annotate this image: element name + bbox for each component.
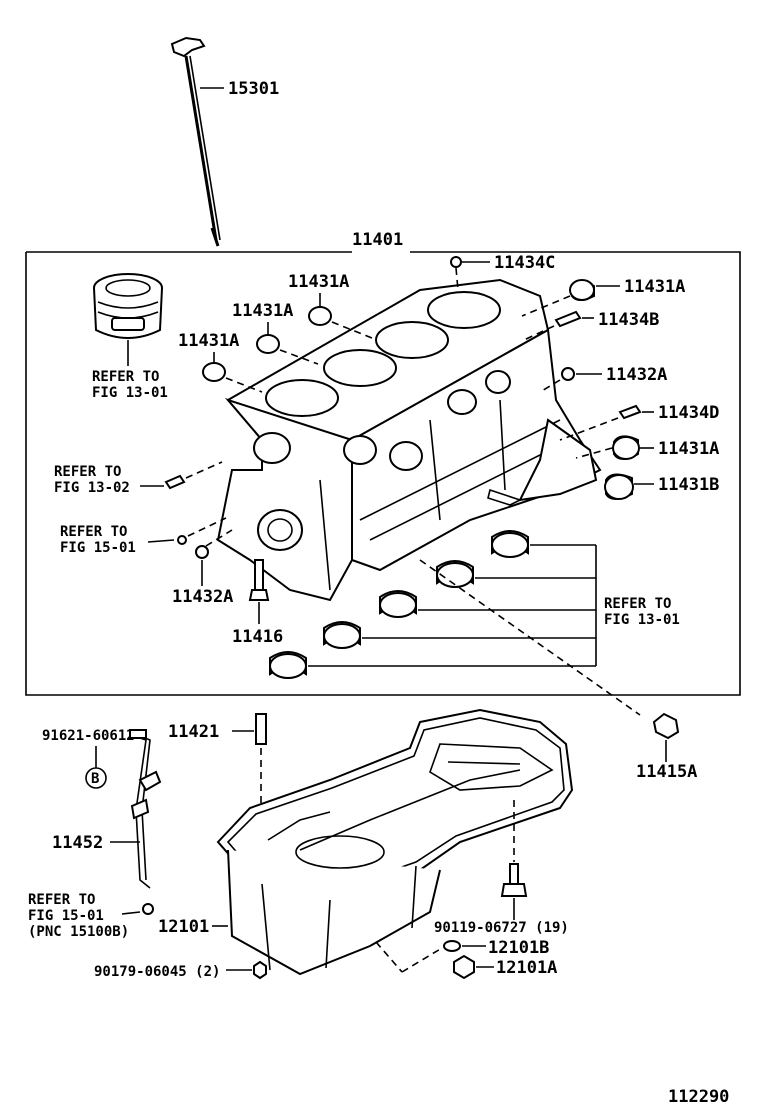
refer-bearing-line2: FIG 13-01	[604, 612, 680, 628]
gasket-12101b[interactable]	[443, 940, 461, 952]
bolt-11432a-left[interactable]	[195, 545, 209, 559]
cup-plug-right-low[interactable]	[612, 435, 640, 460]
label-12101b: 12101B	[488, 938, 549, 958]
bearing-leaders	[308, 544, 597, 667]
label-11434b: 11434B	[598, 310, 659, 330]
cup-plug-11431b[interactable]	[604, 473, 634, 500]
cup-plug-top-left[interactable]	[308, 306, 332, 326]
nut-90179[interactable]	[253, 960, 267, 980]
bolt-11432a-right[interactable]	[561, 367, 575, 381]
stud-11421[interactable]	[255, 713, 267, 745]
plug-12101a[interactable]	[453, 954, 475, 980]
refer-piston-line2: FIG 13-01	[92, 385, 168, 401]
refer-pnc-line3: (PNC 15100B)	[28, 924, 129, 940]
label-11431a-top-left: 11431A	[288, 272, 349, 292]
label-12101a: 12101A	[496, 958, 557, 978]
label-11452: 11452	[52, 833, 103, 853]
circle-b-marker	[85, 767, 107, 789]
cup-plug-left[interactable]	[202, 362, 226, 382]
oil-pan-12101[interactable]	[216, 708, 574, 976]
refer-1302-line1: REFER TO	[54, 464, 121, 480]
plug-11434d[interactable]	[618, 404, 642, 420]
label-11421: 11421	[168, 722, 219, 742]
refer-pnc-line1: REFER TO	[28, 892, 95, 908]
label-11434c: 11434C	[494, 253, 555, 273]
refer-1302-line2: FIG 13-02	[54, 480, 130, 496]
refer-1501-line2: FIG 15-01	[60, 540, 136, 556]
label-11431a-right-low: 11431A	[658, 439, 719, 459]
label-11432a-left: 11432A	[172, 587, 233, 607]
piston-illustration	[93, 273, 163, 339]
cup-plug-top-right[interactable]	[569, 279, 595, 301]
cup-plug-mid-left[interactable]	[256, 334, 280, 354]
cylinder-block-part[interactable]	[216, 278, 602, 602]
label-11401: 11401	[352, 230, 403, 250]
refer-bearing-line1: REFER TO	[604, 596, 671, 612]
dipstick-part[interactable]	[170, 36, 221, 247]
label-12101: 12101	[158, 917, 209, 937]
label-90119: 90119-06727 (19)	[434, 920, 569, 936]
plug-11434b[interactable]	[554, 310, 582, 328]
label-11431a-mid-left: 11431A	[232, 301, 293, 321]
label-15301: 15301	[228, 79, 279, 99]
drain-plug-11415a[interactable]	[652, 712, 680, 740]
stud-11416[interactable]	[248, 559, 270, 601]
label-11431a-top-right: 11431A	[624, 277, 685, 297]
circle-b-label: B	[91, 771, 99, 787]
refer-1501-line1: REFER TO	[60, 524, 127, 540]
label-91621: 91621-60612	[42, 728, 135, 744]
label-11415a: 11415A	[636, 762, 697, 782]
figure-number: 112290	[668, 1087, 729, 1107]
main-bearings[interactable]	[269, 530, 529, 679]
oil-level-gauge-guide[interactable]	[129, 729, 162, 889]
refer-piston-line1: REFER TO	[92, 369, 159, 385]
label-90179: 90179-06045 (2)	[94, 964, 220, 980]
label-11432a-right: 11432A	[606, 365, 667, 385]
bolt-90119[interactable]	[500, 863, 528, 897]
label-11434d: 11434D	[658, 403, 719, 423]
label-11431b: 11431B	[658, 475, 719, 495]
label-11431a-left: 11431A	[178, 331, 239, 351]
label-11416: 11416	[232, 627, 283, 647]
refer-pnc-line2: FIG 15-01	[28, 908, 104, 924]
